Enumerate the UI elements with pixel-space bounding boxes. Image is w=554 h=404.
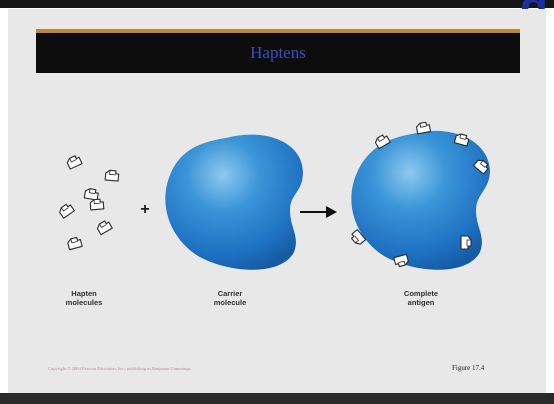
carrier-molecule	[165, 134, 303, 270]
hapten-molecule	[83, 187, 100, 201]
complete-antigen-label: Complete antigen	[403, 289, 439, 307]
hapten-molecule	[95, 218, 113, 236]
hapten-molecule	[57, 201, 75, 219]
bottom-frame-border	[0, 393, 554, 404]
arrow-right-icon	[300, 206, 337, 218]
plus-sign: +	[140, 201, 149, 218]
carrier-molecule-label: Carrier molecule	[213, 289, 247, 307]
title-bar: Haptens	[36, 29, 520, 73]
hapten-molecules-group	[57, 153, 120, 251]
hapten-molecules-label: Hapten molecules	[65, 289, 103, 307]
figure-reference: Figure 17.4	[452, 364, 485, 372]
slide-title: Haptens	[250, 43, 306, 62]
complete-antigen	[349, 121, 491, 270]
bound-hapten	[415, 121, 432, 135]
hapten-molecule	[104, 169, 120, 182]
hapten-molecule	[65, 153, 83, 170]
hapten-molecule	[66, 236, 83, 251]
top-frame-border	[0, 0, 554, 8]
hapten-molecule	[89, 198, 105, 211]
copyright-notice: Copyright © 2004 Pearson Education, Inc.…	[48, 366, 192, 371]
